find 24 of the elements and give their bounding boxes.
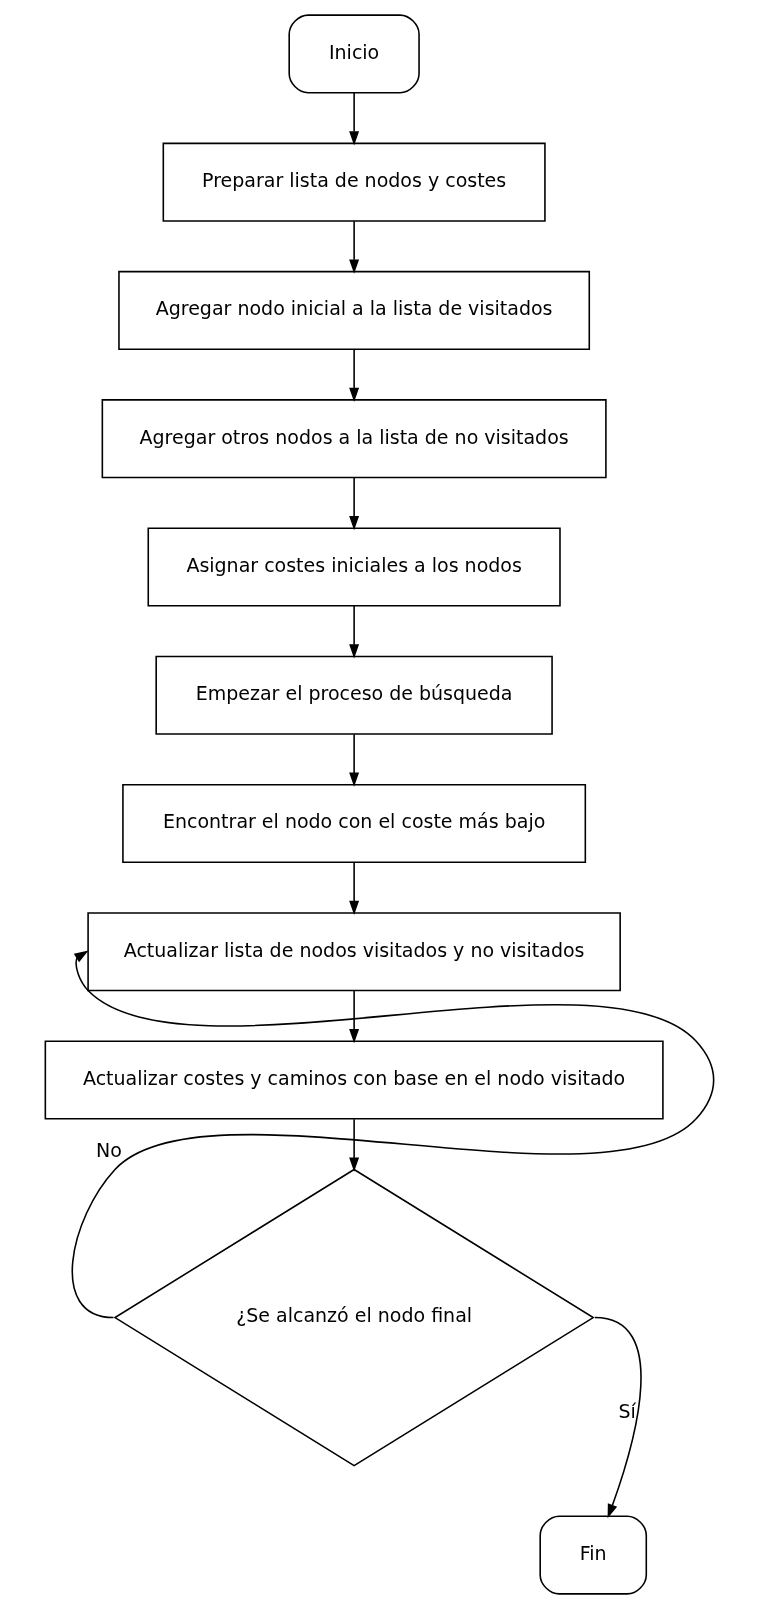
node-box: Encontrar el nodo con el coste más bajo <box>121 783 586 864</box>
node-box: Agregar otros nodos a la lista de no visitados <box>101 399 607 479</box>
arrow <box>348 348 359 402</box>
node-box: Actualizar lista de nodos visitados y no visitados <box>86 912 621 992</box>
edge-label: Sí <box>618 1400 636 1423</box>
arrow <box>348 92 359 146</box>
node-box: Actualizar costes y caminos con base en el nodo visitado <box>44 1040 664 1120</box>
arrow <box>348 220 359 274</box>
arrow <box>348 733 359 787</box>
arrow <box>348 861 359 916</box>
node-box: Fin <box>538 1515 647 1595</box>
node-diamond: ¿Se alcanzó el nodo final <box>113 1168 595 1467</box>
arrow <box>71 950 714 1319</box>
arrow <box>593 1316 642 1519</box>
arrow <box>348 477 359 531</box>
arrow <box>348 605 359 659</box>
node-box: Asignar costes iniciales a los nodos <box>146 527 561 607</box>
edge-label: No <box>95 1139 122 1162</box>
node-box: Preparar lista de nodos y costes <box>162 142 546 222</box>
arrow <box>348 990 359 1044</box>
node-box: Inicio <box>287 14 420 94</box>
node-box: Agregar nodo inicial a la lista de visitados <box>117 270 590 351</box>
arrow <box>348 1118 359 1172</box>
node-box: Empezar el proceso de búsqueda <box>154 655 553 735</box>
